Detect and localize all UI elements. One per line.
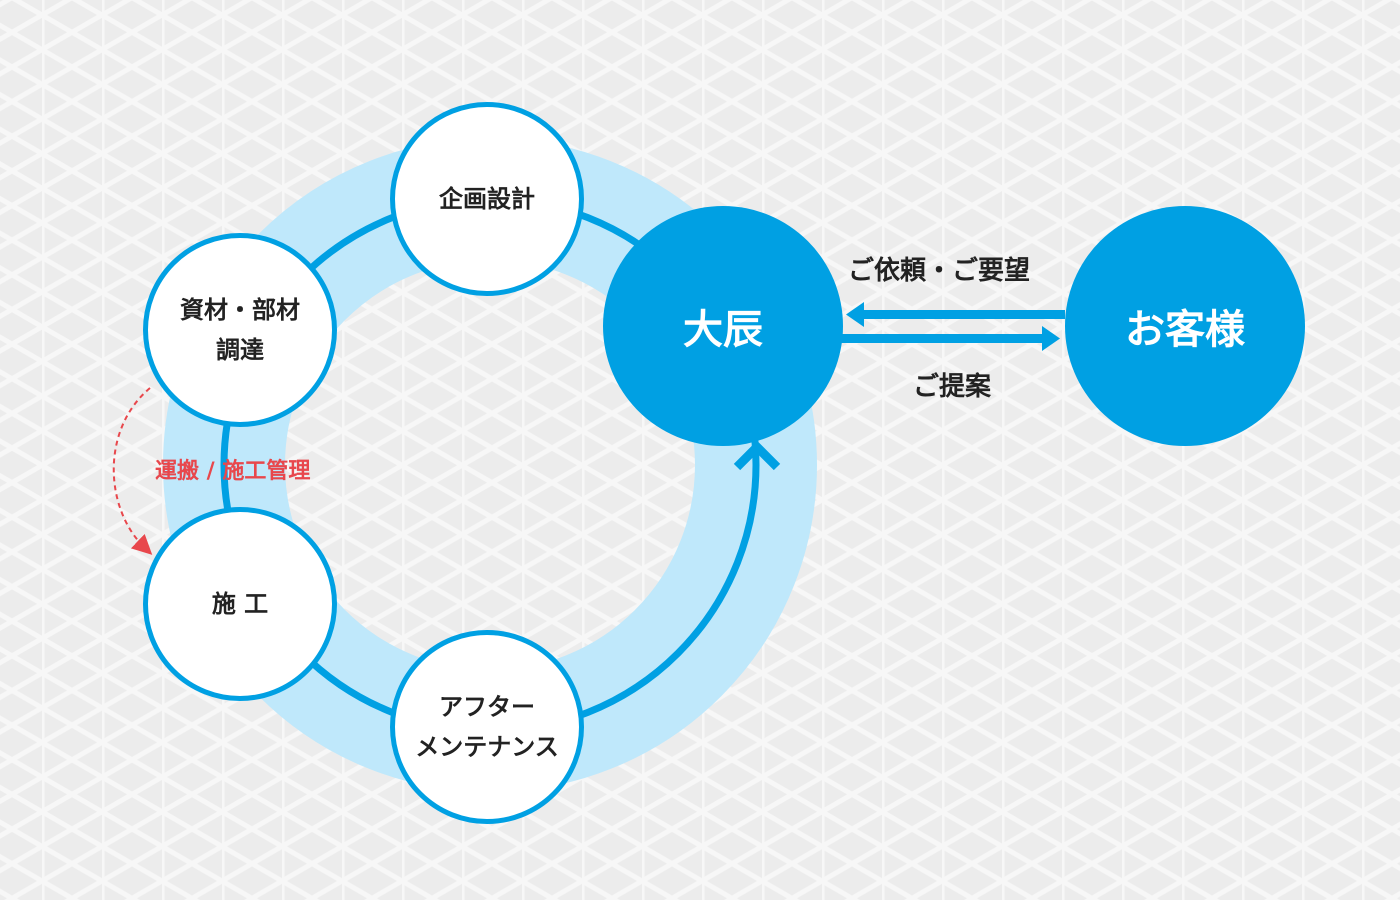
node-customer: お客様 bbox=[1065, 206, 1305, 446]
node-planning: 企画設計 bbox=[390, 102, 584, 296]
transport-label: 運搬 / 施工管理 bbox=[155, 459, 311, 484]
request-arrow-icon bbox=[846, 302, 1065, 327]
procurement-label-1: 資材・部材 bbox=[180, 296, 300, 324]
after-label-1: アフター bbox=[439, 693, 535, 721]
up-arrow-icon bbox=[733, 440, 781, 471]
customer-label: お客様 bbox=[1125, 307, 1245, 353]
proposal-arrow-icon bbox=[840, 326, 1060, 351]
after-label-2: メンテナンス bbox=[415, 733, 559, 761]
request-label: ご依頼・ご要望 bbox=[848, 256, 1031, 286]
transport-arrow-icon bbox=[112, 387, 153, 555]
node-after-maintenance: アフターメンテナンス bbox=[390, 630, 584, 824]
planning-label: 企画設計 bbox=[439, 185, 535, 213]
company-label: 大辰 bbox=[683, 307, 763, 353]
proposal-label: ご提案 bbox=[913, 372, 992, 402]
node-procurement: 資材・部材調達 bbox=[143, 233, 337, 427]
node-construction: 施 工 bbox=[143, 507, 337, 701]
construction-label: 施 工 bbox=[211, 590, 269, 618]
node-company: 大辰 bbox=[603, 206, 843, 446]
procurement-label-2: 調達 bbox=[216, 336, 264, 364]
